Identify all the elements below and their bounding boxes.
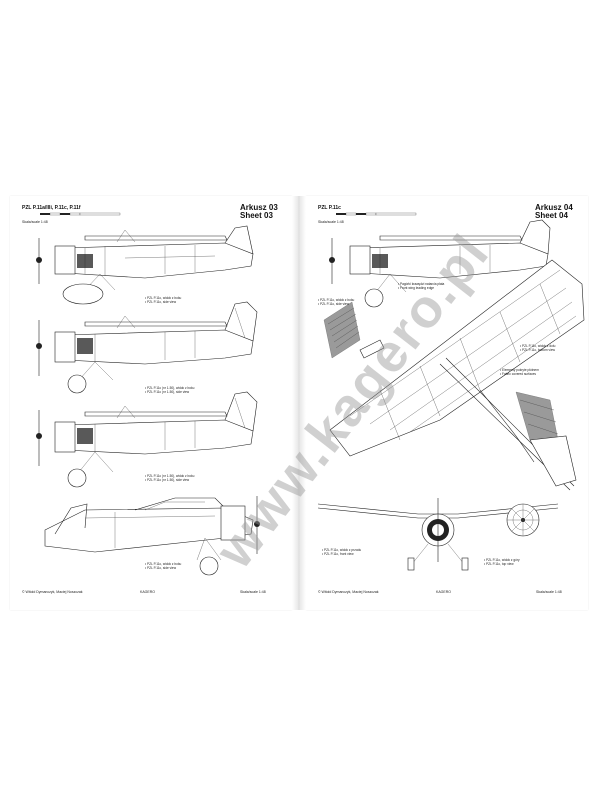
right-caption-1: • Pagórki krawędzi natarcia płata • Fron… xyxy=(398,282,444,290)
caption-en: • PZL P.11c, front view xyxy=(322,552,354,556)
caption-pl: • Elementy pokryte płótnem xyxy=(500,368,539,372)
caption-pl: • PZL P.11c, widok z boku xyxy=(145,562,182,566)
book-gutter xyxy=(292,196,306,610)
caption-en: • Fabric covered surfaces xyxy=(500,372,537,376)
caption-en: • PZL P.11c, top view xyxy=(484,562,514,566)
left-caption-3: • PZL P.11c (nr 1-50), widok z boku • PZ… xyxy=(145,474,194,482)
caption-en: • PZL P.11c, side view xyxy=(145,566,176,570)
right-scale-bar xyxy=(336,212,417,216)
right-caption-4: • Elementy pokryte płótnem • Fabric cove… xyxy=(500,368,539,376)
right-footer-credit: © Witold Dymanczyk, Maciej Noszczak xyxy=(318,590,379,594)
left-caption-4: • PZL P.11c, widok z boku • PZL P.11c, s… xyxy=(145,562,181,570)
caption-en: • PZL P.11c, side view xyxy=(145,300,176,304)
left-caption-1: • PZL P.11c, widok z boku • PZL P.11c, s… xyxy=(145,296,181,304)
left-footer-logo: KAGERO xyxy=(140,590,155,594)
caption-pl: • Pagórki krawędzi natarcia płata xyxy=(398,282,445,286)
left-scale-bar xyxy=(40,212,121,216)
left-scale-label: Skala/scale 1:48 xyxy=(22,220,48,224)
caption-pl: • PZL P.11c, widok z boku xyxy=(318,298,355,302)
right-caption-3: • PZL P.11c, widok z dołu • PZL P.11c, b… xyxy=(520,344,555,352)
left-side-view-2 xyxy=(36,301,258,394)
caption-en: • Front wing leading edge xyxy=(398,286,435,290)
engine-front-detail xyxy=(506,503,540,537)
left-side-view-3 xyxy=(36,391,258,488)
left-footer-scale: Skala/scale 1:48 xyxy=(240,590,266,594)
bottom-view-wing xyxy=(329,259,585,491)
caption-pl: • PZL P.11c, widok z dołu xyxy=(520,344,556,348)
left-caption-2: • PZL P.11c (nr 1-50), widok z boku • PZ… xyxy=(145,386,194,394)
caption-pl: • PZL P.11c, widok z góry xyxy=(484,558,520,562)
caption-en: • PZL P.11c, bottom view xyxy=(520,348,555,352)
caption-pl: • PZL P.11c, widok z przodu xyxy=(322,548,362,552)
right-side-view xyxy=(329,219,551,308)
right-footer-scale: Skala/scale 1:48 xyxy=(536,590,562,594)
right-caption-6: • PZL P.11c, widok z góry • PZL P.11c, t… xyxy=(484,558,520,566)
front-view xyxy=(317,498,559,571)
fabric-detail-panel xyxy=(323,301,361,359)
left-footer-credit: © Witold Dymanczyk, Maciej Noszczak xyxy=(22,590,83,594)
right-caption-2: • PZL P.11c, widok z boku • PZL P.11c, s… xyxy=(318,298,354,306)
left-side-view-1 xyxy=(36,225,254,305)
left-sheet-en: Sheet 03 xyxy=(240,211,273,220)
right-title: PZL P.11c xyxy=(318,205,341,211)
caption-en: • PZL P.11c, side view xyxy=(318,302,349,306)
caption-en: • PZL P.11c (nr 1-50), side view xyxy=(145,390,190,394)
left-side-view-4 xyxy=(44,496,260,576)
left-title: PZL P.11a/IIIi, P.11c, P.11f xyxy=(22,205,81,211)
right-sheet-en: Sheet 04 xyxy=(535,211,568,220)
right-scale-label: Skala/scale 1:48 xyxy=(318,220,344,224)
caption-pl: • PZL P.11c (nr 1-50), widok z boku xyxy=(145,474,195,478)
right-footer-logo: KAGERO xyxy=(436,590,451,594)
caption-pl: • PZL P.11c, widok z boku xyxy=(145,296,182,300)
caption-pl: • PZL P.11c (nr 1-50), widok z boku xyxy=(145,386,195,390)
right-caption-5: • PZL P.11c, widok z przodu • PZL P.11c,… xyxy=(322,548,361,556)
caption-en: • PZL P.11c (nr 1-50), side view xyxy=(145,478,190,482)
left-sheet-pl: Arkusz 03 xyxy=(240,203,278,212)
right-sheet-pl: Arkusz 04 xyxy=(535,203,573,212)
